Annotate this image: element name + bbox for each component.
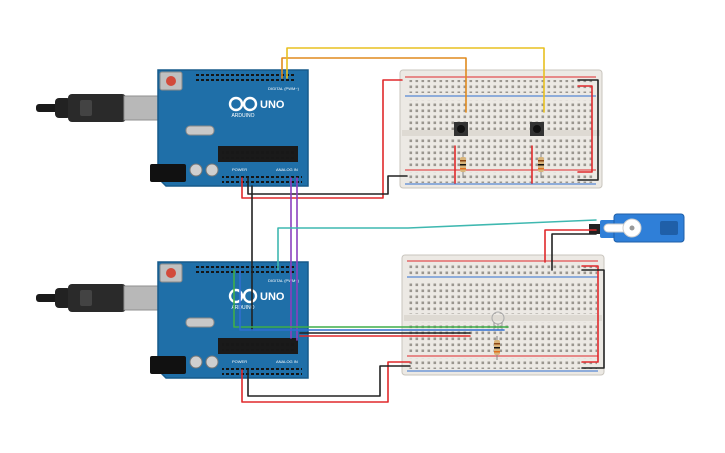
resistor-3	[494, 336, 500, 360]
arduino-logo-text: ARDUINO	[231, 113, 254, 119]
arduino-board-bottom: ARDUINO UNO DIGITAL (PWM~) POWER ANALOG …	[150, 261, 309, 379]
wire-red-top	[241, 79, 403, 199]
wire-black-servo	[551, 233, 597, 271]
wires	[233, 47, 605, 403]
wire-red-bottom	[241, 361, 411, 403]
board-model-label: UNO	[260, 291, 285, 303]
wire-black-bottom	[247, 365, 411, 397]
wire-blue	[239, 269, 505, 331]
breadboard-top	[399, 69, 603, 189]
wire-black-rail-bottom	[581, 269, 605, 369]
arduino-logo-top: ARDUINO	[228, 96, 258, 119]
usb-cable-top	[36, 94, 159, 122]
power-pins-label: POWER	[232, 359, 247, 364]
digital-pins-label: DIGITAL (PWM~)	[268, 278, 300, 283]
wire-orange	[281, 57, 467, 113]
analog-pins-label: ANALOG IN	[276, 167, 298, 172]
arduino-logo-text: ARDUINO	[231, 305, 254, 311]
resistor-2	[538, 152, 544, 178]
wire-red-rail-bottom	[581, 265, 599, 363]
wire-black-rail-top	[577, 79, 599, 181]
usb-cable-bottom	[36, 284, 159, 312]
servo-motor	[589, 213, 685, 243]
arduino-board-top: ARDUINO UNO DIGITAL (PWM~) POWER ANALOG …	[150, 69, 309, 187]
pushbutton-2	[530, 122, 544, 136]
wire-red-rail-top	[577, 85, 593, 173]
power-pins-label: POWER	[232, 167, 247, 172]
arduino-logo-bottom: ARDUINO	[228, 288, 258, 311]
analog-pins-label: ANALOG IN	[276, 359, 298, 364]
resistor-1	[460, 152, 466, 178]
wire-yellow	[286, 47, 545, 113]
wire-green	[233, 269, 509, 328]
wire-black-top	[247, 175, 408, 195]
wire-red-servo	[544, 229, 597, 263]
digital-pins-label: DIGITAL (PWM~)	[268, 86, 300, 91]
pushbutton-1	[454, 122, 468, 136]
board-model-label: UNO	[260, 99, 285, 111]
wire-cyan	[277, 219, 597, 271]
